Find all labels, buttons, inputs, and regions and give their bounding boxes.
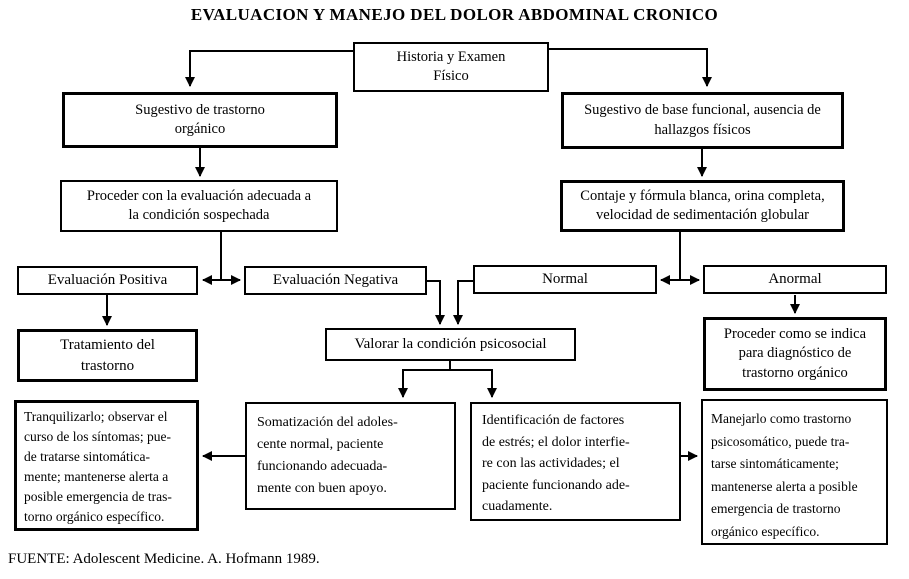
connector-proceder-split [202,231,241,285]
node-valorar-condicion-psicosocial: Valorar la condición psicosocial [325,328,576,361]
connector-valorar-split [398,361,497,398]
connector-contaje-split [660,231,700,285]
node-tratamiento-del-trastorno: Tratamiento del trastorno [17,329,198,382]
node-contaje-formula-blanca: Contaje y fórmula blanca, orina completa… [560,180,845,232]
node-evaluacion-negativa: Evaluación Negativa [244,266,427,295]
node-somatizacion-adolescente: Somatización del adoles- cente normal, p… [245,402,456,510]
node-sugestivo-base-funcional: Sugestivo de base funcional, ausencia de… [561,92,844,149]
node-historia-examen-fisico: Historia y Examen Físico [353,42,549,92]
node-evaluacion-positiva: Evaluación Positiva [17,266,198,295]
node-proceder-diagnostico-organico: Proceder como se indica para diagnóstico… [703,317,887,391]
connector-historia-to-organico [185,50,353,87]
connector-negativa-to-valorar [427,280,445,325]
connector-normal-to-valorar [453,280,473,325]
node-manejarlo-trastorno-psicosomatico: Manejarlo como trastorno psicosomático, … [701,399,888,545]
node-tranquilizarlo: Tranquilizarlo; observar el curso de los… [14,400,199,531]
connector-historia-to-funcional [549,48,712,87]
diagram-title: EVALUACION Y MANEJO DEL DOLOR ABDOMINAL … [190,5,719,24]
node-proceder-evaluacion-adecuada: Proceder con la evaluación adecuada a la… [60,180,338,232]
node-anormal: Anormal [703,265,887,294]
node-identificacion-factores-estres: Identificación de factores de estrés; el… [470,402,681,521]
source-note: FUENTE: Adolescent Medicine. A. Hofmann … [8,551,320,567]
node-normal: Normal [473,265,657,294]
node-sugestivo-trastorno-organico: Sugestivo de trastorno orgánico [62,92,338,148]
